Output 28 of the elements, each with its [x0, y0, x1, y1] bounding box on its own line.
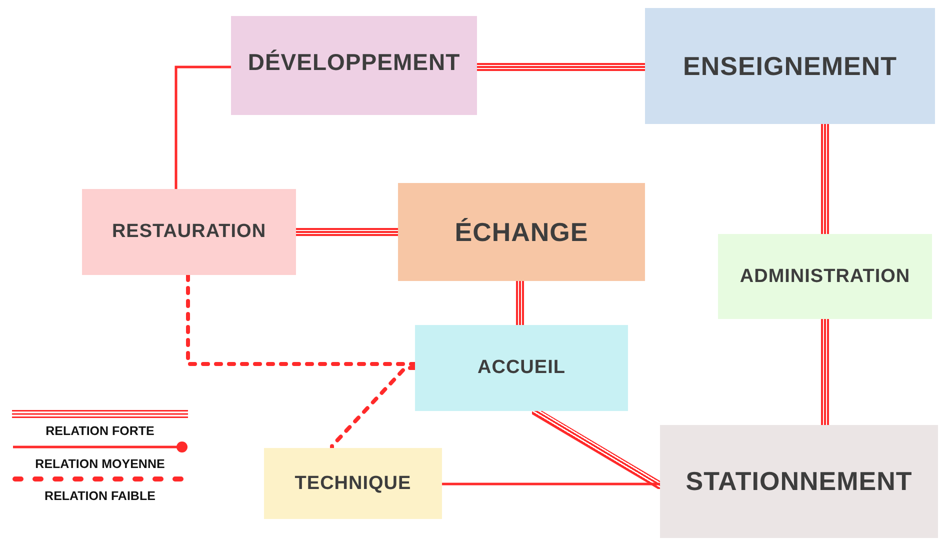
topic-label: TECHNIQUE — [294, 472, 412, 496]
topic-box — [82, 189, 296, 275]
topic-label: RESTAURATION — [112, 220, 266, 244]
connector — [477, 63, 645, 71]
connector — [296, 228, 398, 236]
topic-box — [718, 234, 932, 319]
topic-box — [415, 325, 628, 411]
connector — [174, 66, 231, 189]
topic-box — [264, 448, 442, 519]
connector — [330, 366, 417, 450]
connector — [186, 273, 417, 366]
connector — [821, 319, 829, 425]
topic-box — [660, 425, 938, 538]
legend-label: RELATION FORTE — [46, 425, 154, 438]
connector — [821, 124, 829, 234]
legend-label: RELATION MOYENNE — [35, 458, 165, 470]
topic-label: ÉCHANGE — [454, 216, 588, 248]
topic-box — [645, 8, 935, 124]
topic-label: DÉVELOPPEMENT — [248, 48, 460, 77]
topic-box — [231, 16, 477, 115]
topic-label: ACCUEIL — [478, 356, 566, 380]
topic-box — [398, 183, 645, 281]
topic-label: STATIONNEMENT — [686, 465, 912, 498]
topic-label: ENSEIGNEMENT — [682, 50, 898, 82]
topic-label: ADMINISTRATION — [740, 264, 910, 288]
connector — [442, 482, 660, 486]
connector — [516, 281, 524, 325]
legend-label: RELATION FAIBLE — [44, 490, 156, 502]
